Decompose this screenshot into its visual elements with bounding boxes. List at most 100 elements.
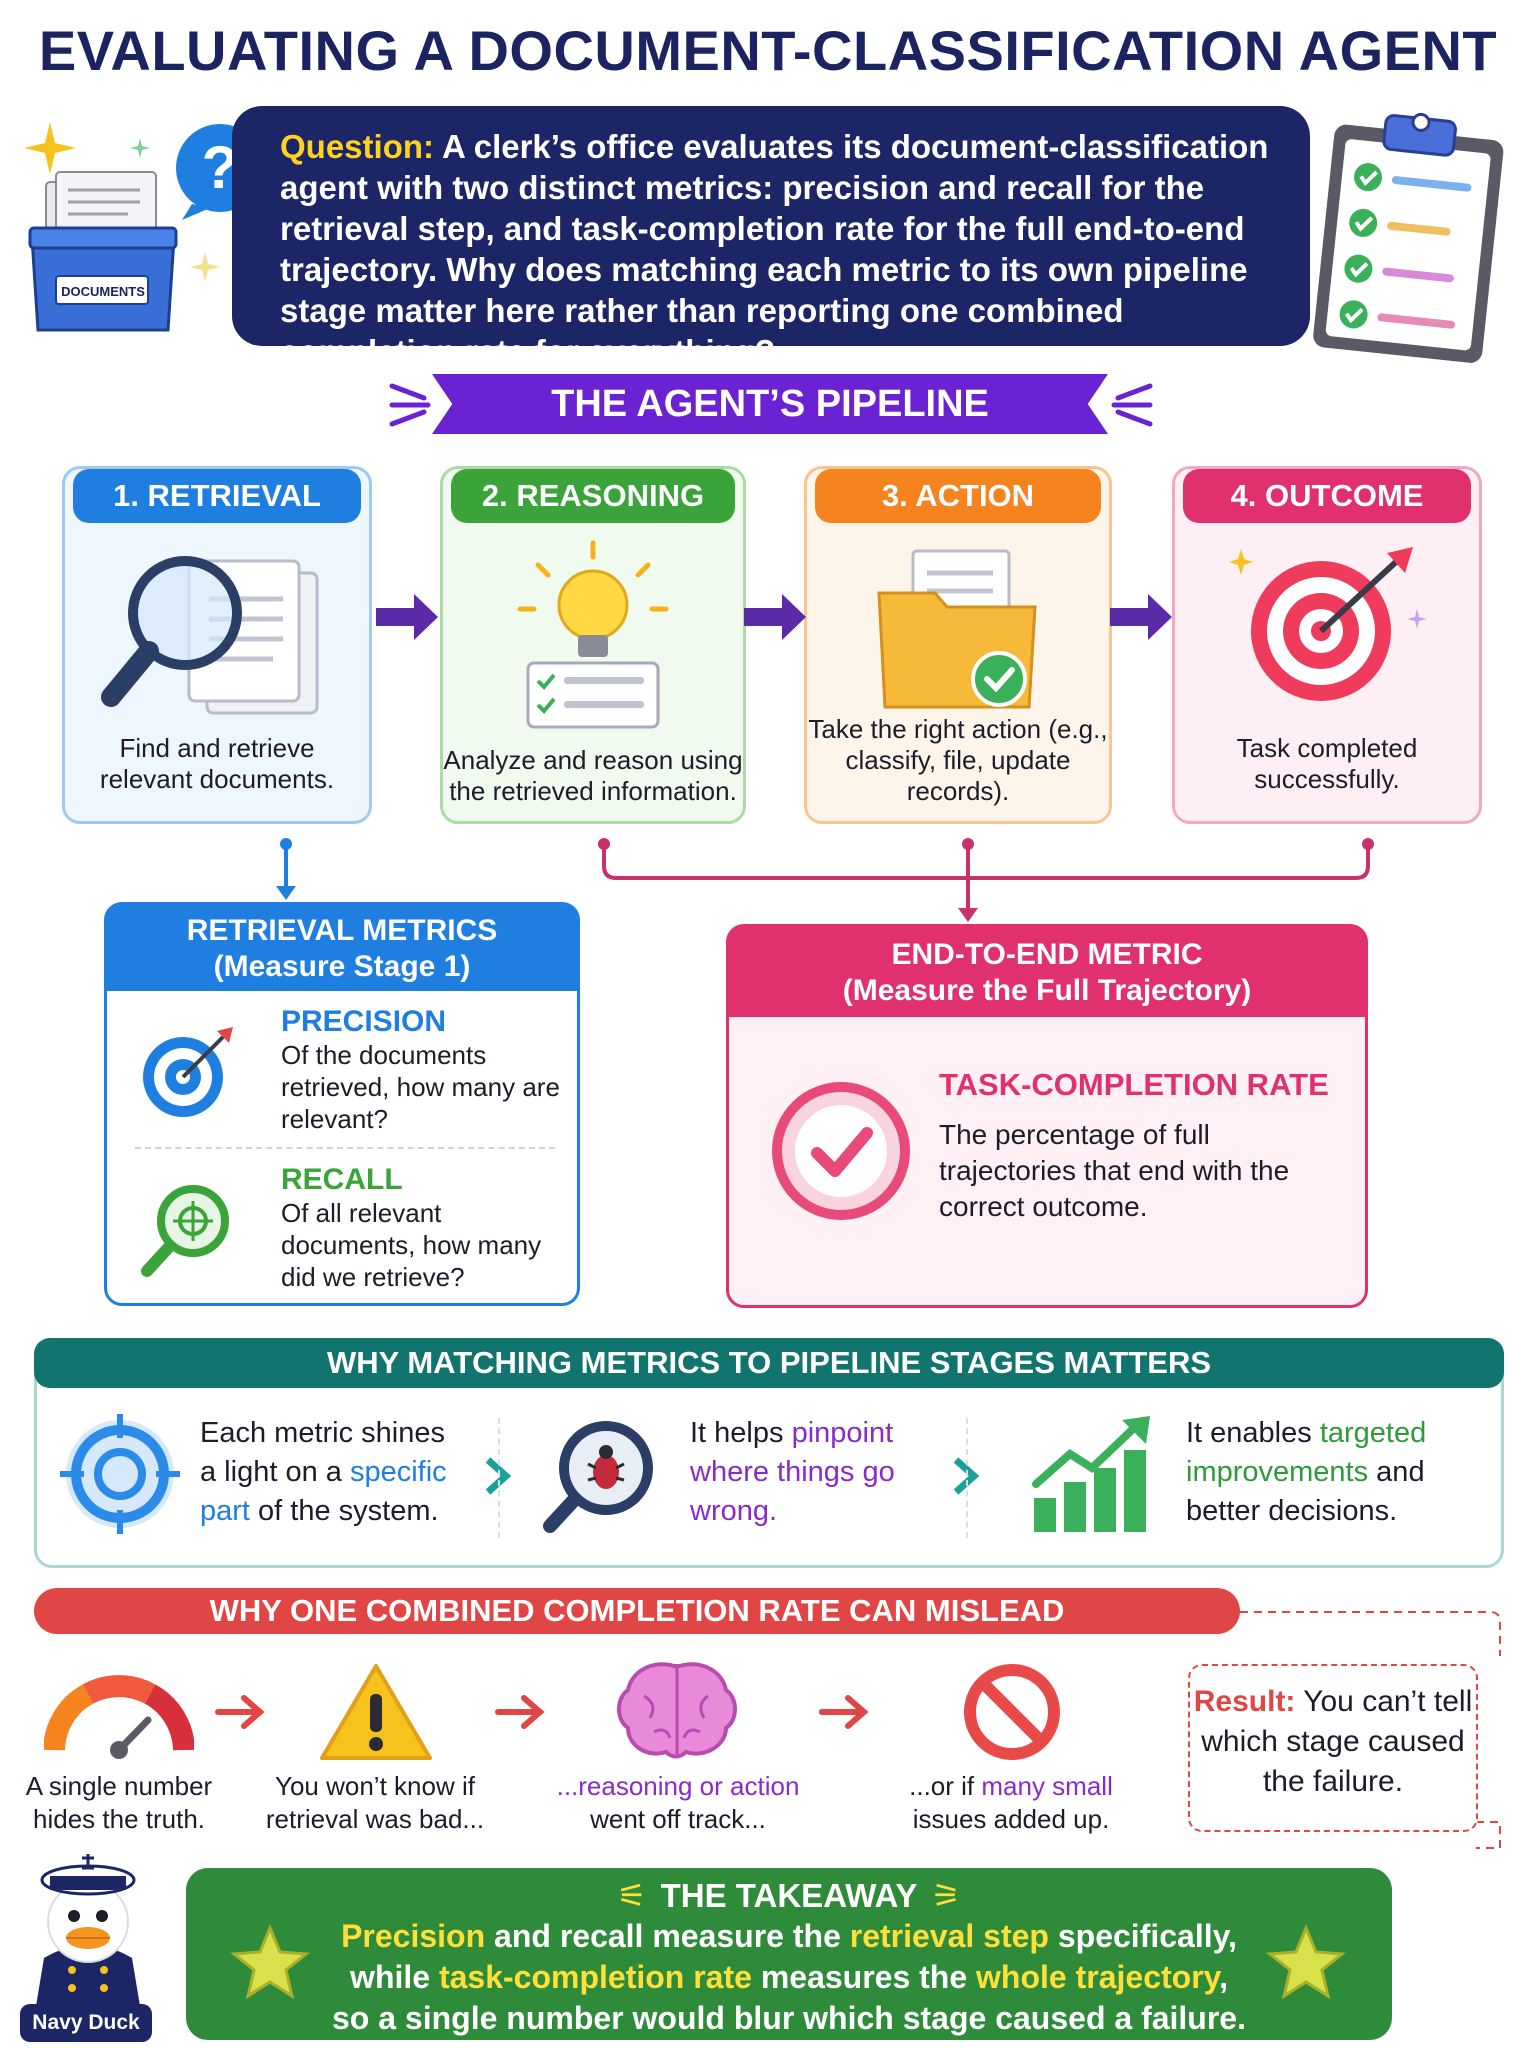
e2e-title: END-TO-END METRIC [891, 938, 1203, 971]
burst-lines-icon [1111, 383, 1153, 427]
stage-desc: Task completed successfully. [1236, 733, 1418, 794]
recall-title: RECALL [281, 1163, 403, 1196]
takeaway-title: ⚟ THE TAKEAWAY ⚞ [186, 1876, 1392, 1915]
recall-block: RECALL Of all relevant documents, how ma… [281, 1163, 571, 1293]
retrieval-metrics-header: RETRIEVAL METRICS (Measure Stage 1) [107, 905, 577, 991]
takeaway-text: specifically, [1048, 1918, 1237, 1954]
retrieval-metrics-subtitle: (Measure Stage 1) [213, 950, 471, 983]
result-box: Result: You can’t tell which stage cause… [1188, 1664, 1478, 1832]
lightbulb-checklist-icon [517, 540, 669, 729]
stage-title: 3. ACTION [815, 469, 1101, 523]
chevron-right-icon [485, 1457, 512, 1495]
star-icon [230, 1924, 310, 2000]
retrieval-metrics-title: RETRIEVAL METRICS [186, 914, 498, 947]
matters-banner: WHY MATCHING METRICS TO PIPELINE STAGES … [34, 1338, 1504, 1388]
matters-item-pinpoint: It helps pinpoint where things go wrong. [690, 1414, 940, 1531]
end-to-end-metric-panel: END-TO-END METRIC (Measure the Full Traj… [726, 924, 1368, 1308]
dashed-connector [1240, 1611, 1501, 1656]
mislead-step-rest: went off track... [590, 1804, 766, 1834]
question-box: Question: A clerk’s office evaluates its… [232, 106, 1310, 370]
mislead-step-highlight: many small [981, 1771, 1113, 1801]
gauge-icon [44, 1675, 194, 1759]
burst-lines-icon: ⚟ [617, 1877, 647, 1914]
growth-chart-icon [1032, 1416, 1150, 1532]
mislead-step-rest: issues added up. [912, 1804, 1110, 1834]
matters-item-text: It helps [690, 1417, 792, 1449]
stage-desc: Analyze and reason using the retrieved i… [443, 745, 743, 806]
divider [966, 1418, 968, 1538]
matters-item-text: Each metric shines a light on a [200, 1417, 445, 1488]
takeaway-text: , [1219, 1959, 1228, 1995]
divider [135, 1147, 555, 1149]
mascot-label: Navy Duck [20, 2004, 152, 2042]
result-text: You can’t tell which stage caused the fa… [1201, 1685, 1473, 1798]
matters-item-text: and better decisions. [1186, 1456, 1425, 1527]
takeaway-text: and recall measure the [485, 1918, 850, 1954]
stage-title: 2. REASONING [451, 469, 735, 523]
clipboard-checklist-icon [1313, 112, 1504, 363]
arrow-right-icon [376, 594, 438, 640]
magnifier-documents-icon [101, 556, 319, 715]
stage-card-outcome: 4. OUTCOME Task completed successfully. [1172, 466, 1482, 824]
stage-desc: Take the right action (e.g., classify, f… [808, 714, 1108, 806]
matters-item-text: of the system. [249, 1495, 439, 1527]
stage-card-action: 3. ACTION Take the right action (e.g., c… [804, 466, 1112, 824]
stage-desc: Find and retrieve relevant documents. [99, 733, 335, 794]
e2e-header: END-TO-END METRIC (Measure the Full Traj… [729, 927, 1365, 1017]
takeaway-highlight: whole trajectory [976, 1959, 1220, 1995]
takeaway-title-text: THE TAKEAWAY [660, 1877, 918, 1914]
task-completion-body: The percentage of full trajectories that… [939, 1119, 1290, 1222]
arrow-right-icon [215, 1695, 265, 1729]
e2e-subtitle: (Measure the Full Trajectory) [842, 974, 1252, 1007]
matters-item-specific-part: Each metric shines a light on a specific… [200, 1414, 460, 1531]
stage-card-retrieval: 1. RETRIEVAL Find and retrieve relevant … [62, 466, 372, 824]
takeaway-panel: ⚟ THE TAKEAWAY ⚞ Precision and recall meas… [186, 1868, 1392, 2040]
precision-title: PRECISION [281, 1005, 447, 1038]
stage-title: 4. OUTCOME [1183, 469, 1471, 523]
takeaway-text: while [350, 1959, 439, 1995]
matters-item-highlight: targeted improvements [1186, 1417, 1427, 1488]
matters-item-highlight: specific part [200, 1456, 447, 1527]
focus-target-icon [60, 1414, 180, 1534]
mislead-step: You won’t know if retrieval was bad... [265, 1771, 485, 1834]
burst-lines-icon: ⚞ [931, 1877, 961, 1914]
precision-target-icon [143, 1027, 233, 1117]
warning-icon [320, 1664, 432, 1760]
matters-item-highlight: pinpoint where things go wrong. [690, 1417, 895, 1527]
arrow-right-icon [495, 1695, 545, 1729]
takeaway-highlight: Precision [341, 1918, 486, 1954]
sparkle-icon [130, 138, 150, 158]
takeaway-line-3: so a single number would blur which stag… [332, 2000, 1246, 2036]
arrow-right-icon [1110, 594, 1172, 640]
mislead-step: A single number hides the truth. [25, 1771, 213, 1834]
arrow-right-icon [744, 594, 806, 640]
target-arrow-icon [1229, 547, 1427, 701]
divider [498, 1418, 500, 1538]
pipeline-banner: THE AGENT’S PIPELINE [432, 374, 1108, 434]
mislead-step-highlight: ...reasoning or action [556, 1771, 800, 1801]
result-label: Result: [1193, 1685, 1296, 1718]
connector-lines [276, 838, 1374, 922]
takeaway-line-1: Precision and recall measure the retriev… [186, 1917, 1392, 1956]
takeaway-highlight: retrieval step [849, 1918, 1049, 1954]
sparkle-icon [24, 122, 76, 174]
matters-item-text: It enables [1186, 1417, 1320, 1449]
navy-duck-mascot-icon [36, 1854, 140, 2006]
recall-magnifier-icon [141, 1185, 229, 1277]
page-title: EVALUATING A DOCUMENT-CLASSIFICATION AGE… [38, 19, 1498, 82]
precision-block: PRECISION Of the documents retrieved, ho… [281, 1005, 571, 1135]
star-icon [1266, 1924, 1346, 2000]
chevron-right-icon [953, 1457, 980, 1495]
recall-body: Of all relevant documents, how many did … [281, 1198, 542, 1292]
question-text: A clerk’s office evaluates its document-… [280, 128, 1269, 370]
takeaway-line-2: while task-completion rate measures the … [186, 1958, 1392, 1997]
check-circle-icon [772, 1082, 910, 1220]
sparkle-icon [190, 252, 220, 282]
mislead-step-prefix: ...or if [909, 1771, 982, 1801]
stage-card-reasoning: 2. REASONING Analyze and reason using th… [440, 466, 746, 824]
takeaway-text: measures the [751, 1959, 977, 1995]
burst-lines-icon [389, 383, 431, 427]
bug-magnifier-icon [543, 1421, 653, 1533]
